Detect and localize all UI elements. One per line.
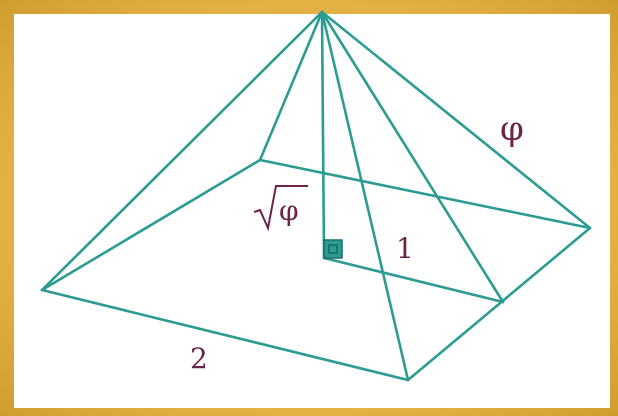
pyramid-height [320, 10, 326, 260]
lateral-edge-front [320, 10, 410, 382]
base-edge-front [40, 288, 410, 382]
label-sqrt-phi: φ [279, 194, 299, 227]
right-angle-marker-inner [328, 244, 338, 254]
lateral-edge-back [258, 10, 324, 162]
right-angle-marker [323, 239, 343, 259]
lateral-edge-left [40, 10, 324, 292]
lateral-edge-right [320, 10, 592, 230]
slant-height [320, 10, 505, 304]
label-two: 2 [190, 342, 208, 375]
half-base-segment [322, 256, 505, 304]
base-edge-left [40, 158, 262, 292]
base-edge-right [406, 226, 592, 382]
radical-sign-icon [253, 185, 308, 232]
label-one: 1 [396, 232, 414, 265]
label-phi: φ [500, 109, 524, 149]
base-edge-back [258, 158, 592, 230]
